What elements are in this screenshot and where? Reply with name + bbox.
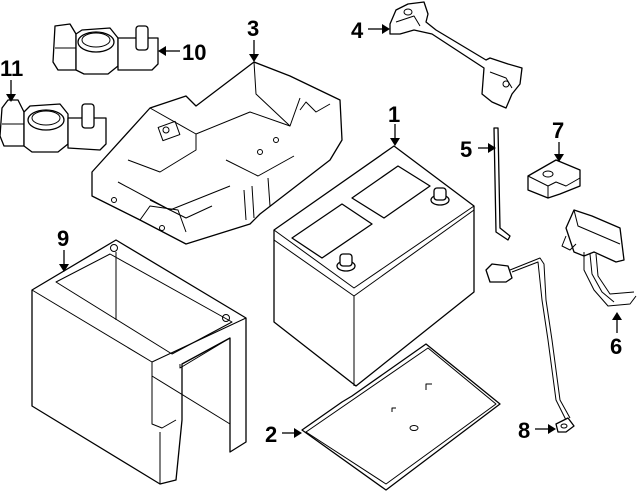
part-10-terminal-clamp[interactable]: [52, 23, 159, 75]
part-6-cable-connector[interactable]: [561, 209, 637, 307]
callout-5: 5: [460, 137, 472, 162]
callout-leaders: [6, 24, 622, 438]
part-9-insulator-cover[interactable]: [31, 239, 247, 485]
callout-2: 2: [265, 422, 277, 447]
part-5-hold-down-rod[interactable]: [493, 127, 511, 241]
callout-4: 4: [351, 18, 364, 43]
callout-11: 11: [0, 56, 23, 81]
callout-6: 6: [610, 334, 622, 359]
callout-10: 10: [182, 40, 206, 65]
part-2-tray-pad[interactable]: [301, 343, 501, 491]
callout-3: 3: [247, 16, 259, 41]
part-11-terminal-clamp[interactable]: [0, 99, 107, 153]
part-8-sensor-cable[interactable]: [485, 257, 575, 433]
callout-8: 8: [518, 418, 530, 443]
callout-9: 9: [57, 226, 69, 251]
part-3-battery-tray[interactable]: [91, 61, 343, 245]
part-1-battery[interactable]: [273, 145, 475, 387]
part-4-hold-down-bracket[interactable]: [389, 1, 523, 109]
callout-7: 7: [552, 118, 564, 143]
part-7-terminal-cover[interactable]: [527, 159, 581, 199]
callout-1: 1: [388, 102, 400, 127]
